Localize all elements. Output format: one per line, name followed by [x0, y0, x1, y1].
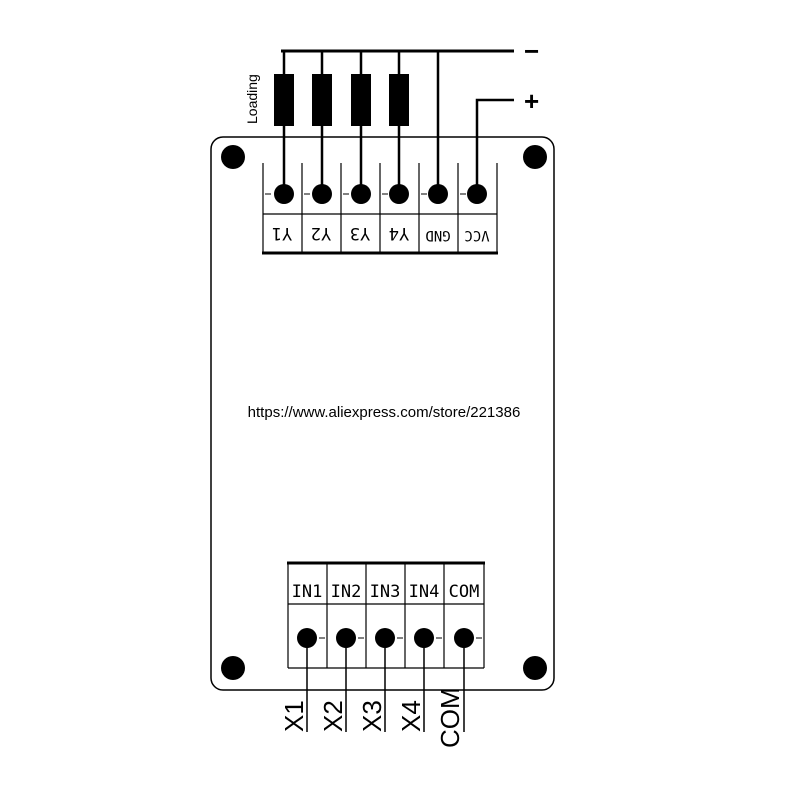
- input-wiring: [306, 638, 465, 732]
- terminal-label-y3: Y3: [350, 223, 370, 243]
- wire-label-x1: X1: [279, 700, 309, 732]
- terminal-label-gnd: GND: [425, 227, 450, 243]
- load-resistors: [274, 74, 409, 126]
- terminal-label-com: COM: [449, 582, 480, 602]
- input-wire-labels: X1 X2 X3 X4 COM: [279, 687, 465, 748]
- output-terminal-block: [262, 163, 498, 255]
- mounting-hole-top-left: [221, 145, 245, 169]
- wire-label-x2: X2: [318, 700, 348, 732]
- input-terminal-block: [287, 561, 485, 669]
- load-y4: [389, 74, 409, 126]
- input-terminal-screws: [297, 628, 474, 648]
- terminal-label-y1: Y1: [272, 223, 292, 243]
- wire-label-x3: X3: [357, 700, 387, 732]
- terminal-label-vcc: VCC: [464, 227, 489, 243]
- wire-label-com: COM: [435, 687, 465, 748]
- output-terminal-labels: Y1 Y2 Y3 Y4 GND VCC: [272, 223, 490, 243]
- terminal-label-in3: IN3: [370, 582, 401, 602]
- terminal-label-in1: IN1: [292, 582, 323, 602]
- terminal-label-y2: Y2: [311, 223, 331, 243]
- supply-negative-label: −: [524, 36, 539, 66]
- mounting-hole-bottom-left: [221, 656, 245, 680]
- terminal-label-y4: Y4: [389, 223, 409, 243]
- board-outline: [210, 136, 555, 691]
- load-y2: [312, 74, 332, 126]
- mounting-hole-top-right: [523, 145, 547, 169]
- wire-label-x4: X4: [396, 700, 426, 732]
- load-y3: [351, 74, 371, 126]
- load-y1: [274, 74, 294, 126]
- input-terminal-labels: IN1 IN2 IN3 IN4 COM: [292, 582, 480, 602]
- terminal-label-in2: IN2: [331, 582, 362, 602]
- output-terminal-screws: [274, 184, 487, 204]
- store-url: https://www.aliexpress.com/store/221386: [248, 404, 521, 421]
- loading-label: Loading: [244, 74, 260, 124]
- mounting-hole-bottom-right: [523, 656, 547, 680]
- supply-positive-label: +: [524, 86, 539, 116]
- terminal-label-in4: IN4: [409, 582, 440, 602]
